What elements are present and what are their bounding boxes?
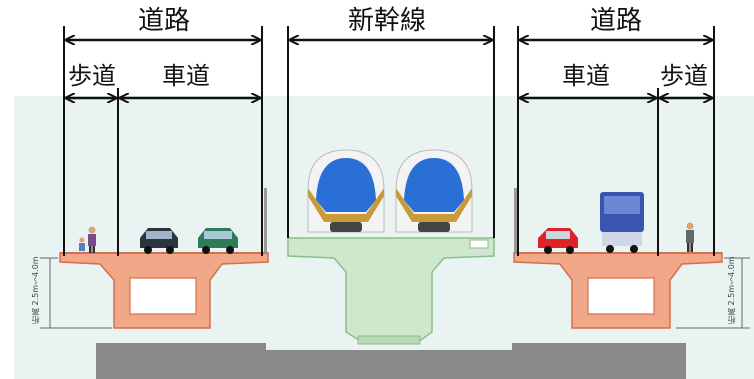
label-sidewalk-left: 歩道	[66, 62, 118, 90]
girder-height-value-left: 2.5m～4.0m	[31, 256, 40, 306]
label-sidewalk-right: 歩道	[658, 62, 710, 90]
train-right	[395, 149, 473, 233]
label-road-right: 道路	[588, 6, 645, 36]
label-carriageway-right: 車道	[560, 62, 612, 90]
girder-height-title-left: 桁高	[31, 308, 40, 324]
girder-height-label-left: 桁高 2.5m～4.0m	[31, 256, 40, 324]
extension-lines	[63, 26, 715, 256]
label-shinkansen: 新幹線	[346, 6, 429, 36]
car-red-right	[538, 228, 578, 254]
car-green-left	[198, 228, 238, 254]
truck-right	[600, 192, 644, 253]
car-dark-left	[140, 228, 178, 254]
girder-height-label-right: 桁高 2.5m～4.0m	[727, 256, 736, 324]
label-road-left: 道路	[136, 6, 193, 36]
pedestrian-right	[686, 222, 694, 252]
train-left	[307, 149, 385, 233]
girder-height-value-right: 2.5m～4.0m	[727, 256, 736, 306]
pedestrian-left	[79, 226, 96, 253]
girder-height-title-right: 桁高	[727, 308, 736, 324]
shinkansen-girder	[287, 237, 495, 345]
dimension-arrows	[66, 40, 712, 98]
right-road-girder	[513, 188, 723, 329]
girder-height-marks	[40, 257, 750, 329]
ground-surface	[96, 343, 686, 379]
label-carriageway-left: 車道	[160, 62, 212, 90]
